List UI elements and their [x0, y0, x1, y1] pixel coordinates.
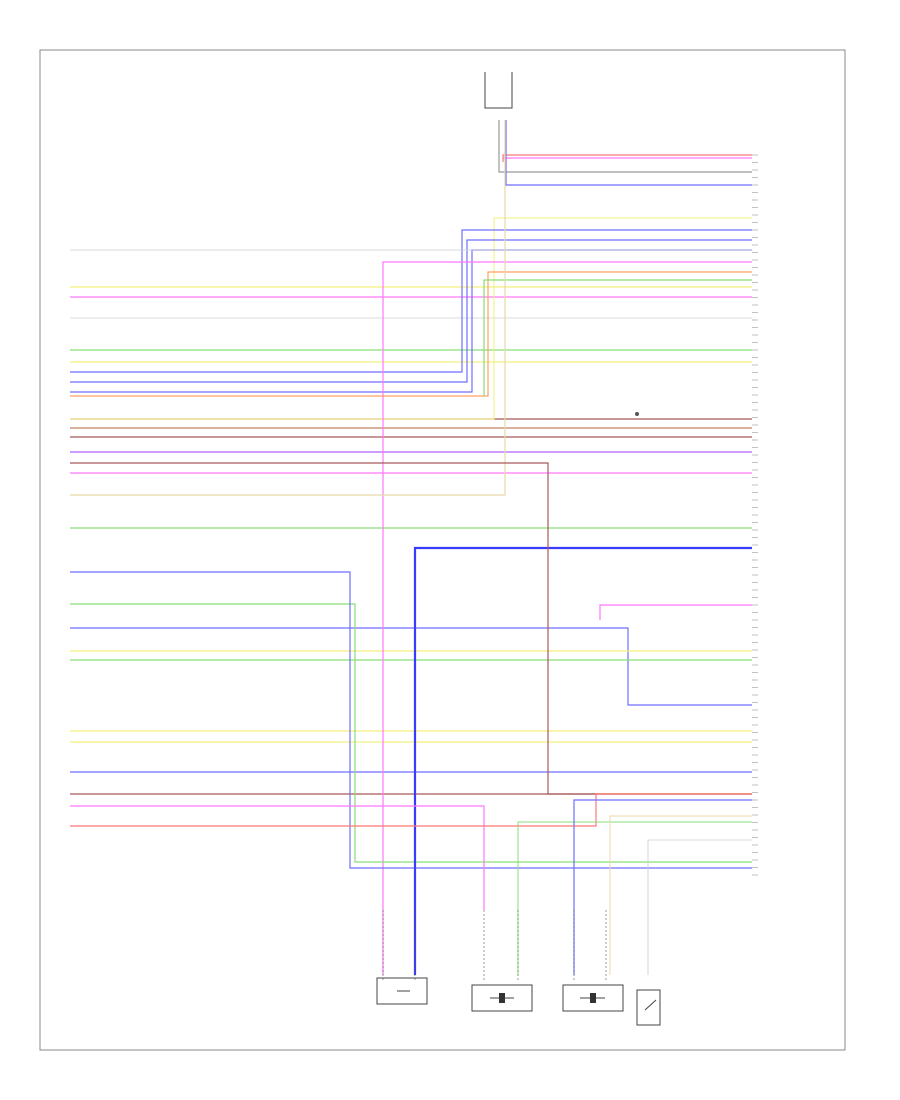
wire-pink-37	[70, 805, 485, 910]
bottom-component-sensor-1	[376, 977, 428, 1005]
wire-pink-39	[599, 604, 752, 620]
wire-yellow-23	[70, 217, 752, 420]
wire-green-40	[517, 821, 752, 975]
wire-grey-3	[498, 120, 752, 173]
wire-tan-41	[609, 815, 752, 975]
wire-pink-28	[382, 261, 752, 975]
wire-red-2	[502, 154, 752, 162]
wire-group	[70, 120, 752, 980]
splice-dot	[635, 412, 639, 416]
wire-blue-33	[70, 571, 752, 869]
wire-green-32	[70, 603, 752, 863]
wire-tan-34	[70, 120, 506, 496]
top-connector	[484, 72, 513, 109]
bottom-component-switch	[636, 989, 661, 1026]
wire-red-38	[70, 793, 752, 827]
wire-blue-16	[70, 627, 752, 706]
diagram-frame	[39, 49, 846, 1051]
bottom-component-sensor-2	[471, 984, 533, 1012]
wire-blue-24	[70, 229, 752, 373]
bottom-component-sensor-3	[562, 984, 624, 1012]
wire-dblue-35	[413, 546, 752, 975]
wire-blue-4	[505, 120, 752, 186]
pcm-pin-group	[752, 154, 758, 876]
wire-orange-29	[70, 271, 752, 397]
wire-blue-26	[70, 249, 752, 393]
wire-blue-25	[70, 239, 752, 383]
wire-lgrey-43	[647, 839, 752, 975]
wire-blue-42	[573, 799, 752, 975]
wire-green-30	[483, 279, 752, 396]
